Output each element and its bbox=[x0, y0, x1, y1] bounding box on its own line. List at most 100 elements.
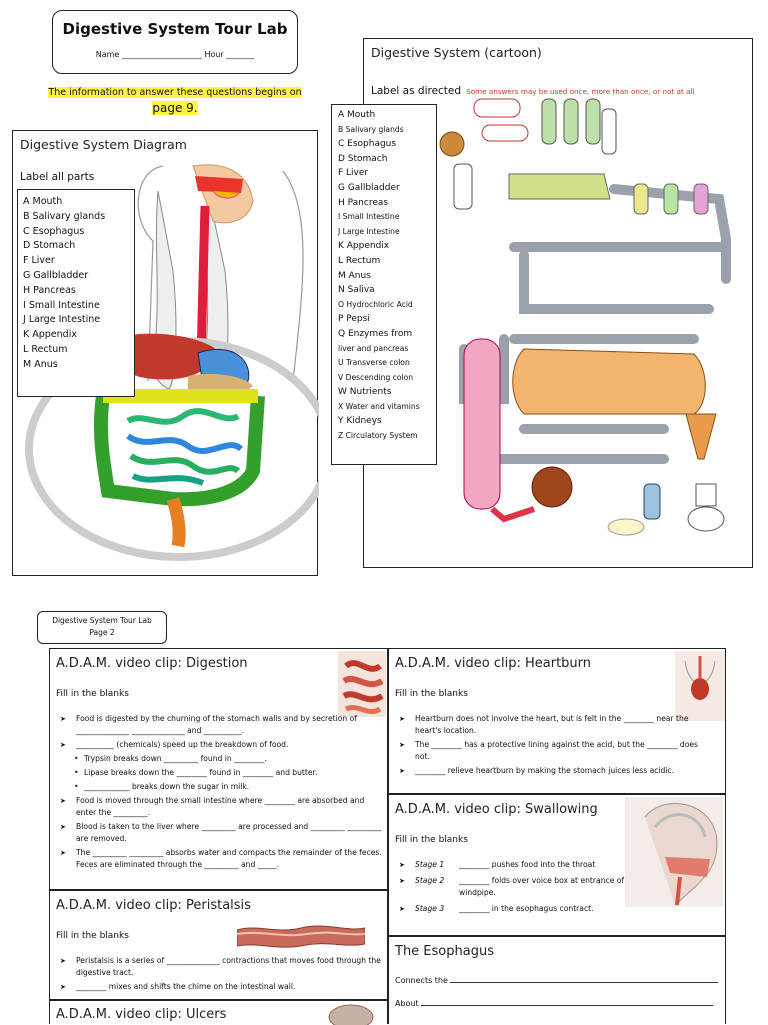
cartoon-label-item: G Gallbladder bbox=[338, 182, 400, 193]
cartoon-label-item: O Hydrochloric Acid bbox=[338, 299, 413, 309]
heartburn-title: A.D.A.M. video clip: Heartburn bbox=[395, 656, 592, 671]
cartoon-label-item: U Transverse colon bbox=[338, 358, 410, 368]
diagram-label-item: H Pancreas bbox=[23, 284, 76, 296]
ulcers-title: A.D.A.M. video clip: Ulcers bbox=[56, 1007, 227, 1022]
peristalsis-list: Peristalsis is a series of _____________… bbox=[54, 955, 382, 995]
cartoon-label-item: Z Circulatory System bbox=[338, 431, 418, 441]
digestion-item: Blood is taken to the liver where ______… bbox=[54, 821, 382, 845]
digestion-item: The _________ _________ absorbs water an… bbox=[54, 847, 382, 871]
esophagus-connects-row: Connects the bbox=[395, 976, 719, 985]
cartoon-instruction: Label as directed Some answers may be us… bbox=[371, 85, 695, 97]
swallowing-item: Stage 1________ pushes food into the thr… bbox=[393, 859, 625, 871]
digestion-list: Food is digested by the churning of the … bbox=[54, 713, 382, 873]
swallowing-section: A.D.A.M. video clip: Swallowing Fill in … bbox=[388, 794, 726, 936]
diagram-label-item: L Rectum bbox=[23, 343, 68, 355]
title-box: Digestive System Tour Lab Name _________… bbox=[52, 10, 298, 74]
digestion-subitem: Lipase breaks down the ________ found in… bbox=[74, 767, 382, 779]
diagram-label-item: C Esophagus bbox=[23, 225, 85, 237]
info-line-2: page 9. bbox=[152, 101, 198, 115]
head-section-thumbnail bbox=[625, 797, 723, 907]
diagram-label-item: F Liver bbox=[23, 255, 55, 267]
cartoon-label-item: X Water and vitamins bbox=[338, 401, 420, 411]
digestion-section: A.D.A.M. video clip: Digestion Fill in t… bbox=[49, 648, 388, 890]
ulcer-thumbnail bbox=[328, 1004, 374, 1025]
diagram-label-item: I Small Intestine bbox=[23, 299, 100, 311]
digestion-item: Food is moved through the small intestin… bbox=[54, 795, 382, 819]
diagram-panel: Digestive System Diagram Label all parts bbox=[12, 130, 319, 576]
cartoon-label-item: P Pepsi bbox=[338, 314, 370, 325]
diagram-label-item: K Appendix bbox=[23, 329, 77, 341]
esophagus-about-row: About bbox=[395, 999, 714, 1008]
intestine-thumbnail bbox=[338, 651, 386, 717]
cartoon-label-item: H Pancreas bbox=[338, 197, 389, 208]
swallowing-fill-label: Fill in the blanks bbox=[395, 835, 468, 845]
esophagus-title: The Esophagus bbox=[395, 944, 494, 959]
digestion-subitem: ____________ breaks down the sugar in mi… bbox=[74, 781, 382, 793]
cartoon-label-item: D Stomach bbox=[338, 153, 388, 164]
heart-chest-thumbnail bbox=[675, 651, 725, 721]
about-blank[interactable] bbox=[421, 1005, 714, 1006]
ulcers-section: A.D.A.M. video clip: Ulcers bbox=[49, 1000, 388, 1025]
digestion-item: Food is digested by the churning of the … bbox=[54, 713, 382, 737]
cartoon-label-list: A Mouth B Salivary glands C Esophagus D Sto… bbox=[331, 104, 437, 465]
heartburn-item: The ________ has a protective lining aga… bbox=[393, 739, 711, 763]
esophagus-section: The Esophagus Connects the About bbox=[388, 936, 726, 1024]
stage-text: ________ folds over voice box at entranc… bbox=[459, 876, 625, 897]
swallowing-item: Stage 2________ folds over voice box at … bbox=[393, 875, 625, 899]
name-hour-line: Name ____________________ Hour _______ bbox=[95, 50, 255, 59]
cartoon-pipeline-illustration bbox=[439, 98, 731, 536]
info-note: The information to answer these question… bbox=[30, 87, 320, 115]
diagram-title: Digestive System Diagram bbox=[20, 137, 187, 152]
cartoon-label-item: V Descending colon bbox=[338, 372, 414, 382]
page2-header-page: Page 2 bbox=[89, 628, 115, 637]
page2-header-title: Digestive System Tour Lab bbox=[52, 616, 152, 625]
cartoon-label-item: W Nutrients bbox=[338, 387, 392, 398]
peristalsis-item: ________ mixes and shifts the chime on t… bbox=[54, 981, 382, 993]
heartburn-section: A.D.A.M. video clip: Heartburn Fill in t… bbox=[388, 648, 726, 794]
diagram-label-item: G Gallbladder bbox=[23, 269, 89, 281]
connects-blank[interactable] bbox=[450, 982, 719, 983]
stage-text: ________ in the esophagus contract. bbox=[459, 904, 594, 913]
swallowing-list: Stage 1________ pushes food into the thr… bbox=[393, 859, 625, 919]
heartburn-item: Heartburn does not involve the heart, bu… bbox=[393, 713, 711, 737]
cartoon-label-item: C Esophagus bbox=[338, 139, 397, 150]
diagram-label-item: B Salivary glands bbox=[23, 210, 106, 222]
cartoon-label-item: liver and pancreas bbox=[338, 343, 409, 353]
diagram-label-items: A Mouth B Salivary glands C Esophagus D Sto… bbox=[23, 195, 129, 373]
cartoon-label-item: K Appendix bbox=[338, 241, 390, 252]
swallowing-item: Stage 3 ________ in the esophagus contrac… bbox=[393, 903, 625, 915]
cartoon-label-item: Y Kidneys bbox=[338, 416, 382, 427]
diagram-label-list: A Mouth B Salivary glands C Esophagus D Sto… bbox=[17, 189, 135, 397]
page2-header: Digestive System Tour Lab Page 2 bbox=[37, 611, 167, 644]
cartoon-label-item: N Saliva bbox=[338, 285, 375, 296]
peristalsis-item: Peristalsis is a series of _____________… bbox=[54, 955, 382, 979]
cartoon-label-item: J Large Intestine bbox=[338, 226, 400, 236]
diagram-instruction: Label all parts bbox=[20, 171, 95, 183]
digestive-diagram-illustration bbox=[25, 164, 319, 561]
cartoon-label-item: I Small Intestine bbox=[338, 212, 400, 222]
peristalsis-thumbnail bbox=[237, 925, 365, 948]
digestion-subitem: Trypsin breaks down _________ found in _… bbox=[74, 753, 382, 765]
diagram-label-item: A Mouth bbox=[23, 196, 63, 207]
cartoon-label-item: M Anus bbox=[338, 270, 371, 281]
cartoon-label-item: A Mouth bbox=[338, 110, 376, 120]
digestion-fill-label: Fill in the blanks bbox=[56, 689, 129, 699]
cartoon-title: Digestive System (cartoon) bbox=[371, 45, 542, 60]
cartoon-label-item: Q Enzymes from bbox=[338, 328, 413, 339]
cartoon-label-items: A Mouth B Salivary glands C Esophagus D Sto… bbox=[338, 108, 430, 444]
peristalsis-fill-label: Fill in the blanks bbox=[56, 931, 129, 941]
cartoon-label-item: L Rectum bbox=[338, 255, 381, 266]
info-line-1: The information to answer these question… bbox=[48, 87, 302, 98]
stage-text: ________ pushes food into the throat bbox=[459, 860, 596, 869]
peristalsis-title: A.D.A.M. video clip: Peristalsis bbox=[56, 898, 251, 913]
page-title: Digestive System Tour Lab bbox=[62, 20, 288, 38]
stage-label: Stage 3 bbox=[415, 904, 445, 913]
digestion-item: __________ (chemicals) speed up the brea… bbox=[54, 739, 382, 751]
diagram-label-item: D Stomach bbox=[23, 240, 76, 252]
cartoon-label-item: B Salivary glands bbox=[338, 124, 404, 134]
diagram-label-item: J Large Intestine bbox=[23, 314, 101, 326]
heartburn-item: ________ relieve heartburn by making the… bbox=[393, 765, 711, 777]
heartburn-fill-label: Fill in the blanks bbox=[395, 689, 468, 699]
cartoon-label-item: F Liver bbox=[338, 168, 369, 179]
heartburn-list: Heartburn does not involve the heart, bu… bbox=[393, 713, 711, 779]
